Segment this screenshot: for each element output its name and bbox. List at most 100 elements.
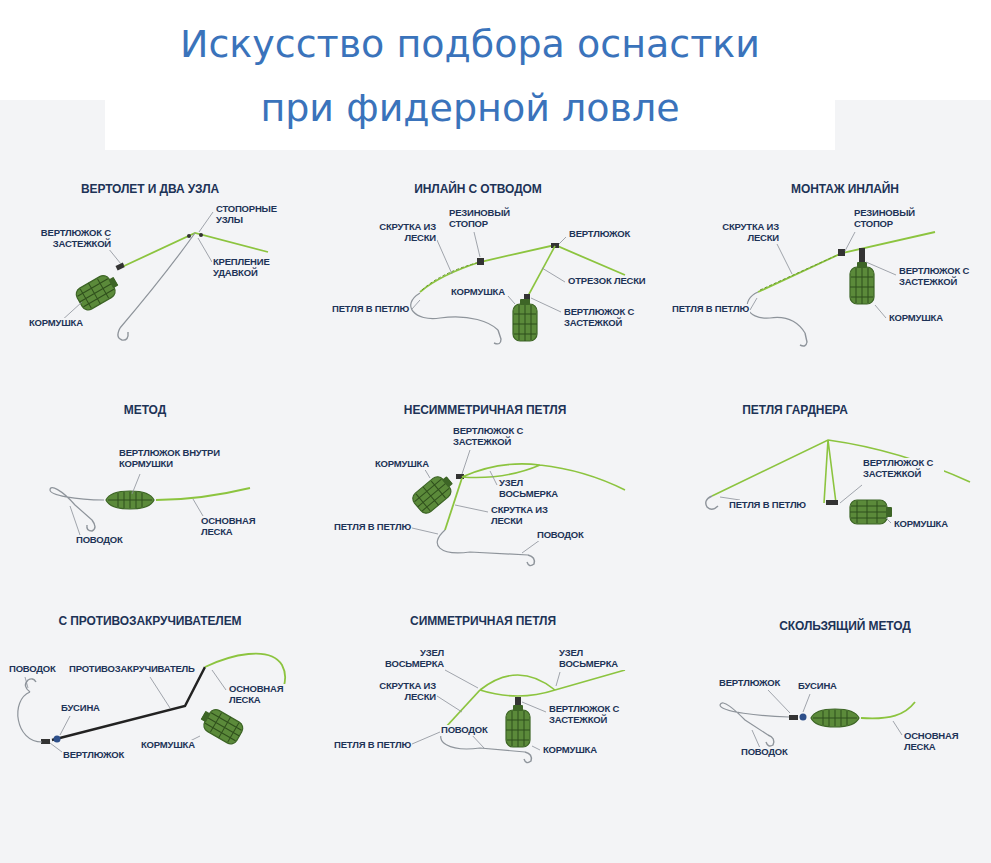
rig-title: НЕСИММЕТРИЧНАЯ ПЕТЛЯ xyxy=(403,404,567,418)
asymmetric-loop-rig xyxy=(410,471,458,516)
inline-branch-rig xyxy=(528,246,555,296)
part-label: ВЕРТЛЮЖОК С ЗАСТЕЖКОЙ xyxy=(30,228,112,250)
asymmetric-loop-rig xyxy=(445,478,462,530)
method-rig xyxy=(87,520,95,531)
sliding-method-rig xyxy=(861,702,915,718)
anti-tangle-rig xyxy=(197,705,245,747)
part-label: ПЕТЛЯ В ПЕТЛЮ xyxy=(331,304,410,315)
inline-rig xyxy=(850,262,874,304)
inline-rig xyxy=(747,292,805,333)
helicopter-rig xyxy=(199,233,203,237)
inline-rig xyxy=(760,253,842,290)
leader-line xyxy=(412,450,540,553)
part-label: ОСНОВНАЯ ЛЕСКА xyxy=(228,684,292,706)
inline-branch-rig xyxy=(477,258,484,265)
helicopter-rig xyxy=(74,271,122,313)
part-label: ВЕРТЛЮЖОК xyxy=(568,229,631,240)
sliding-method-rig xyxy=(720,702,915,746)
part-label: ВЕРТЛЮЖОК xyxy=(718,678,781,689)
part-label: КОРМУШКА xyxy=(450,287,506,298)
part-label: КОРМУШКА xyxy=(888,313,944,324)
inline-branch-rig xyxy=(513,299,537,341)
part-label: ВЕРТЛЮЖОК С ЗАСТЕЖКОЙ xyxy=(898,266,980,288)
rig-title: СИММЕТРИЧНАЯ ПЕТЛЯ xyxy=(409,615,557,629)
part-label: СТОПОРНЫЕ УЗЛЫ xyxy=(215,204,287,226)
sliding-method-rig xyxy=(789,715,798,720)
helicopter-rig xyxy=(120,233,195,328)
part-label: ОТРЕЗОК ЛЕСКИ xyxy=(567,276,646,287)
anti-tangle-rig xyxy=(197,705,245,747)
part-label: СКРУТКА ИЗ ЛЕСКИ xyxy=(490,505,562,527)
part-label: ПЕТЛЯ В ПЕТЛЮ xyxy=(333,522,412,533)
part-label: КРЕПЛЕНИЕ УДАВКОЙ xyxy=(212,257,289,279)
anti-tangle-rig xyxy=(54,736,61,743)
symmetric-loop-rig xyxy=(506,705,530,747)
part-label: ПЕТЛЯ В ПЕТЛЮ xyxy=(728,500,807,511)
inline-branch-rig xyxy=(494,330,501,344)
helicopter-rig xyxy=(116,262,125,270)
sliding-method-rig xyxy=(720,703,789,735)
method-rig xyxy=(106,491,154,509)
part-label: ПОВОДОК xyxy=(440,725,489,736)
inline-branch-rig xyxy=(411,293,498,330)
anti-tangle-rig xyxy=(41,739,50,744)
rig-title: СКОЛЬЗЯЩИЙ МЕТОД xyxy=(778,620,912,634)
anti-tangle-rig xyxy=(18,692,42,742)
inline-rig xyxy=(800,333,807,346)
inline-rig xyxy=(838,249,845,256)
gardner-loop-rig xyxy=(706,440,970,524)
part-label: КОРМУШКА xyxy=(28,318,84,329)
part-label: ПОВОДОК xyxy=(75,535,124,546)
leader-line xyxy=(25,212,902,752)
leader-line xyxy=(752,690,902,748)
method-rig xyxy=(156,488,250,500)
part-label: КОРМУШКА xyxy=(140,740,196,751)
gardner-loop-rig xyxy=(826,500,838,505)
part-label: УЗЕЛ ВОСЬМЕРКА xyxy=(498,478,570,500)
part-label: ПОВОДОК xyxy=(740,747,789,758)
part-label: БУСИНА xyxy=(60,703,101,714)
part-label: ОСНОВНАЯ ЛЕСКА xyxy=(200,516,264,538)
part-label: РЕЗИНОВЫЙ СТОПОР xyxy=(448,208,520,230)
inline-branch-rig xyxy=(422,262,480,290)
rig-title: ИНЛАЙН С ОТВОДОМ xyxy=(413,183,543,197)
part-label: ВЕРТЛЮЖОК С ЗАСТЕЖКОЙ xyxy=(563,307,645,329)
gardner-loop-rig xyxy=(850,500,892,524)
part-label: ВЕРТЛЮЖОК С ЗАСТЕЖКОЙ xyxy=(548,704,630,726)
anti-tangle-rig xyxy=(52,667,205,740)
part-label: СКРУТКА ИЗ ЛЕСКИ xyxy=(365,681,437,703)
part-label: ПРОТИВОЗАКРУЧИВАТЕЛЬ xyxy=(68,664,196,675)
part-label: КОРМУШКА xyxy=(542,745,598,756)
helicopter-rig xyxy=(118,328,128,340)
inline-rig xyxy=(859,248,865,262)
part-label: ПОВОДОК xyxy=(8,664,57,675)
leader-line xyxy=(412,232,566,312)
part-label: ВЕРТЛЮЖОК xyxy=(62,750,125,761)
gardner-loop-rig xyxy=(706,496,718,509)
helicopter-rig xyxy=(187,234,191,238)
gardner-loop-rig xyxy=(850,500,892,524)
asymmetric-loop-rig xyxy=(410,471,458,516)
method-rig xyxy=(50,488,104,520)
part-label: ОСНОВНАЯ ЛЕСКА xyxy=(903,731,967,753)
part-label: УЗЕЛ ВОСЬМЕРКА xyxy=(558,648,630,670)
ground xyxy=(0,0,991,150)
leader-line xyxy=(70,474,203,535)
symmetric-loop-rig xyxy=(524,752,531,763)
leader-line xyxy=(750,232,896,318)
rig-title: МОНТАЖ ИНЛАЙН xyxy=(790,183,900,197)
part-label: ВЕРТЛЮЖОК С ЗАСТЕЖКОЙ xyxy=(452,426,534,448)
symmetric-loop-rig xyxy=(480,670,625,696)
part-label: КОРМУШКА xyxy=(893,519,949,530)
leader-line xyxy=(720,485,891,523)
inline-rig xyxy=(747,232,935,346)
part-label: СКРУТКА ИЗ ЛЕСКИ xyxy=(365,222,437,244)
part-label: ВЕРТЛЮЖОК С ЗАСТЕЖКОЙ xyxy=(862,458,944,480)
part-label: РЕЗИНОВЫЙ СТОПОР xyxy=(853,208,925,230)
rig-title: ПЕТЛЯ ГАРДНЕРА xyxy=(741,404,848,418)
part-label: ВЕРТЛЮЖОК ВНУТРИ КОРМУШКИ xyxy=(118,448,232,470)
part-label: СКРУТКА ИЗ ЛЕСКИ xyxy=(708,222,780,244)
gardner-loop-rig xyxy=(712,440,970,503)
page-title: Искусство подбора оснастки при фидерной … xyxy=(160,12,780,140)
asymmetric-loop-rig xyxy=(437,530,528,555)
